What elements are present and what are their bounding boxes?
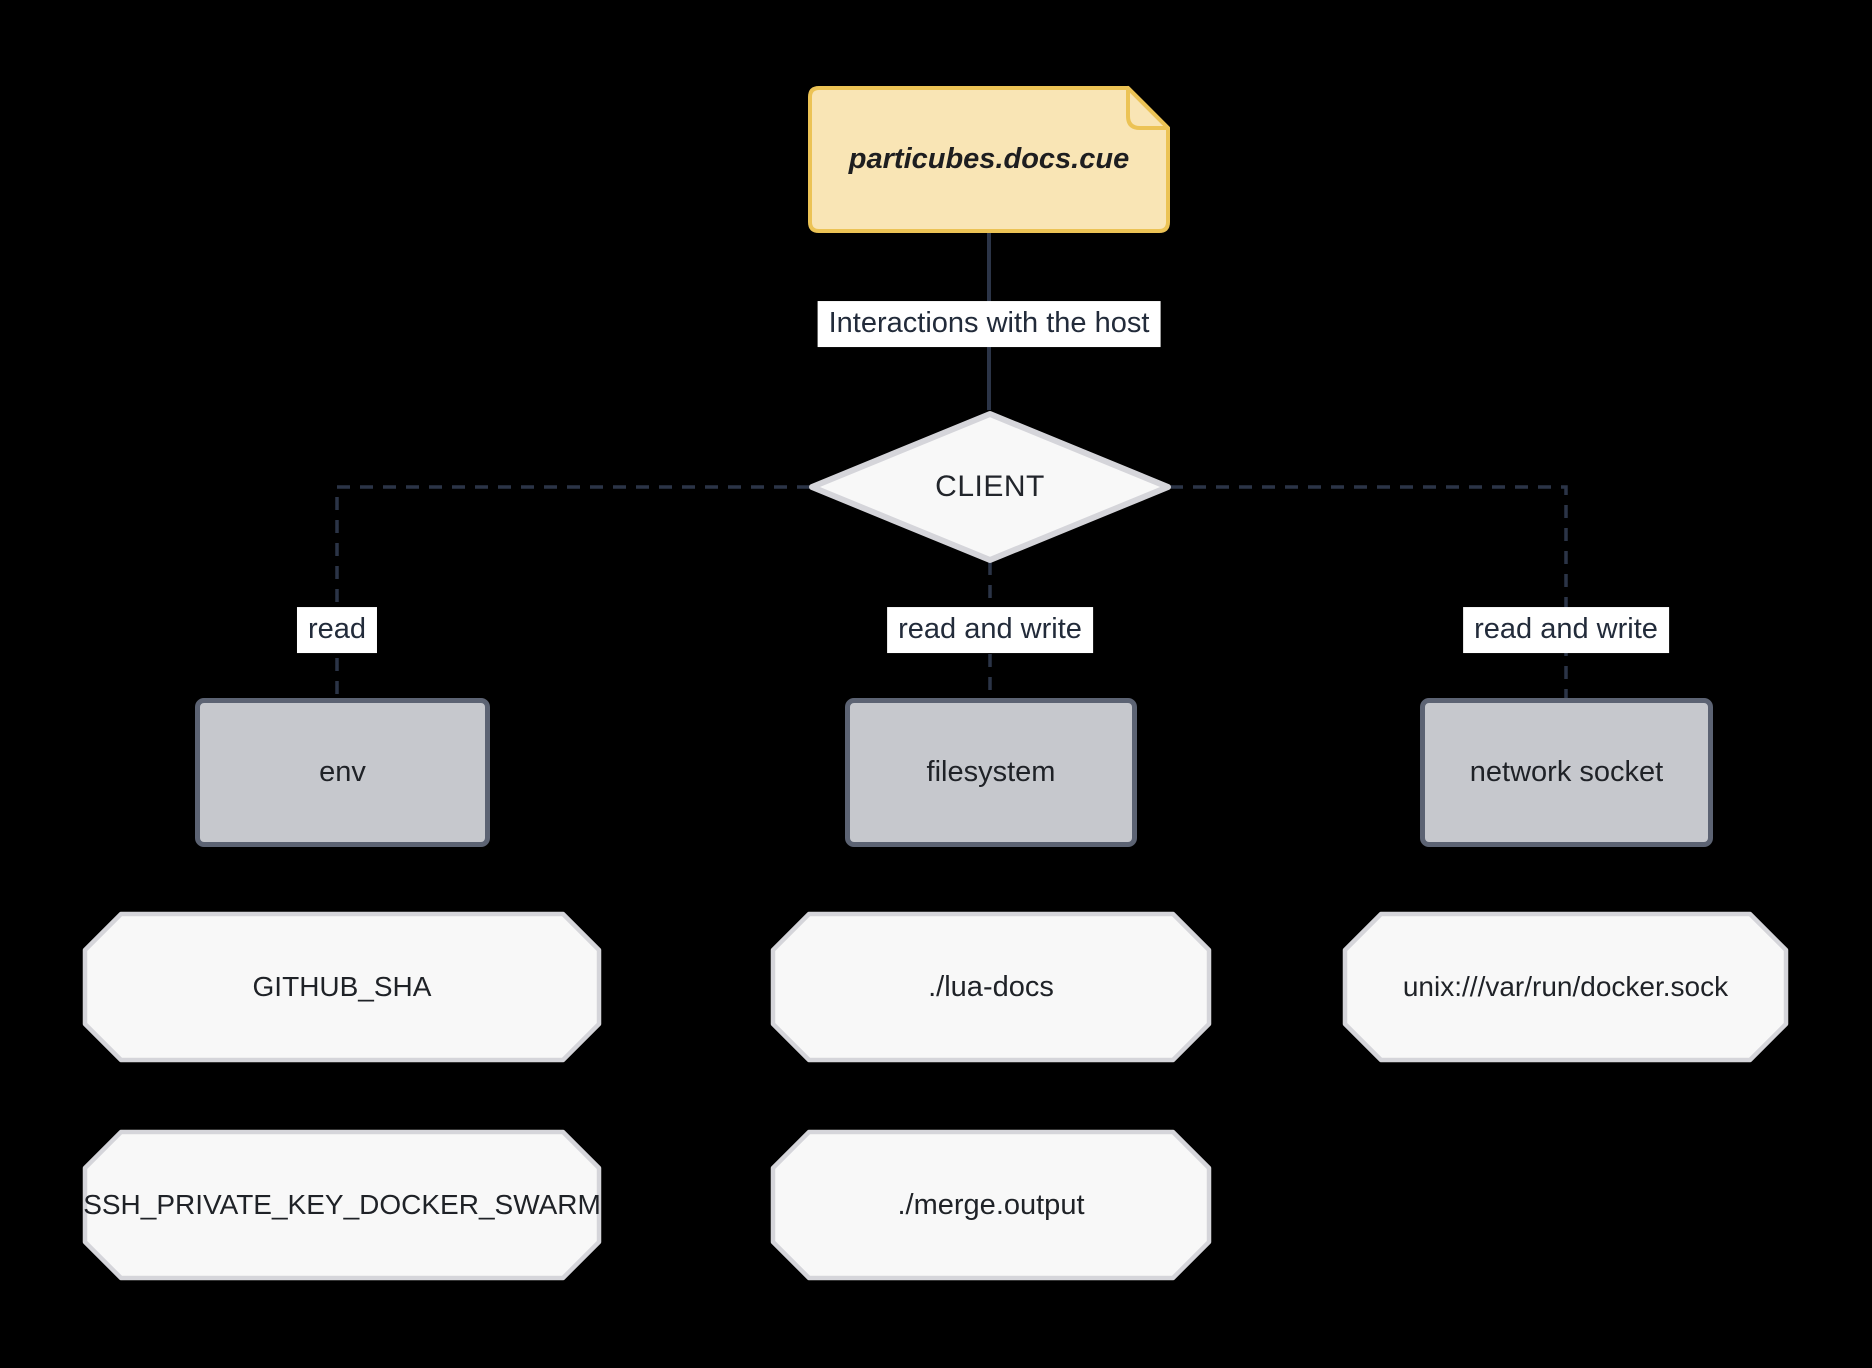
node-filesystem: filesystem — [845, 698, 1137, 847]
edge-label-interactions-with-host: Interactions with the host — [817, 301, 1161, 347]
filesystem-label: filesystem — [926, 756, 1056, 789]
octagon-shape — [770, 1129, 1212, 1281]
edge-label-read-and-write-filesystem: read and write — [887, 607, 1093, 653]
env-label: env — [319, 756, 366, 789]
diamond-shape — [809, 411, 1171, 563]
node-lua-docs: ./lua-docs — [770, 911, 1212, 1063]
node-client: CLIENT — [808, 410, 1172, 564]
octagon-shape — [82, 1129, 602, 1281]
note-label: particubes.docs.cue — [848, 143, 1130, 176]
edge-label-read-and-write-network: read and write — [1463, 607, 1669, 653]
node-ssh-private-key: SSH_PRIVATE_KEY_DOCKER_SWARM — [82, 1129, 602, 1281]
note-fold-corner — [1126, 86, 1170, 130]
ssh-private-key-label: SSH_PRIVATE_KEY_DOCKER_SWARM — [83, 1189, 601, 1221]
lua-docs-label: ./lua-docs — [928, 970, 1054, 1003]
octagon-shape — [770, 911, 1212, 1063]
docker-sock-label: unix:///var/run/docker.sock — [1402, 971, 1729, 1003]
node-github-sha: GITHUB_SHA — [82, 911, 602, 1063]
edge-client-to-env — [335, 485, 810, 698]
node-merge-output: ./merge.output — [770, 1129, 1212, 1281]
merge-output-label: ./merge.output — [897, 1188, 1085, 1221]
note-shape — [808, 86, 1170, 233]
network-socket-label: network socket — [1469, 756, 1664, 789]
octagon-shape — [1342, 911, 1789, 1063]
edge-client-to-network-socket — [1170, 485, 1568, 698]
client-label: CLIENT — [935, 470, 1045, 503]
edge-label-read: read — [296, 607, 378, 653]
octagon-shape — [82, 911, 602, 1063]
github-sha-label: GITHUB_SHA — [252, 971, 432, 1003]
node-env: env — [195, 698, 490, 847]
node-docker-sock: unix:///var/run/docker.sock — [1342, 911, 1789, 1063]
node-note-particubes-docs-cue: particubes.docs.cue — [808, 86, 1170, 233]
node-network-socket: network socket — [1420, 698, 1713, 847]
